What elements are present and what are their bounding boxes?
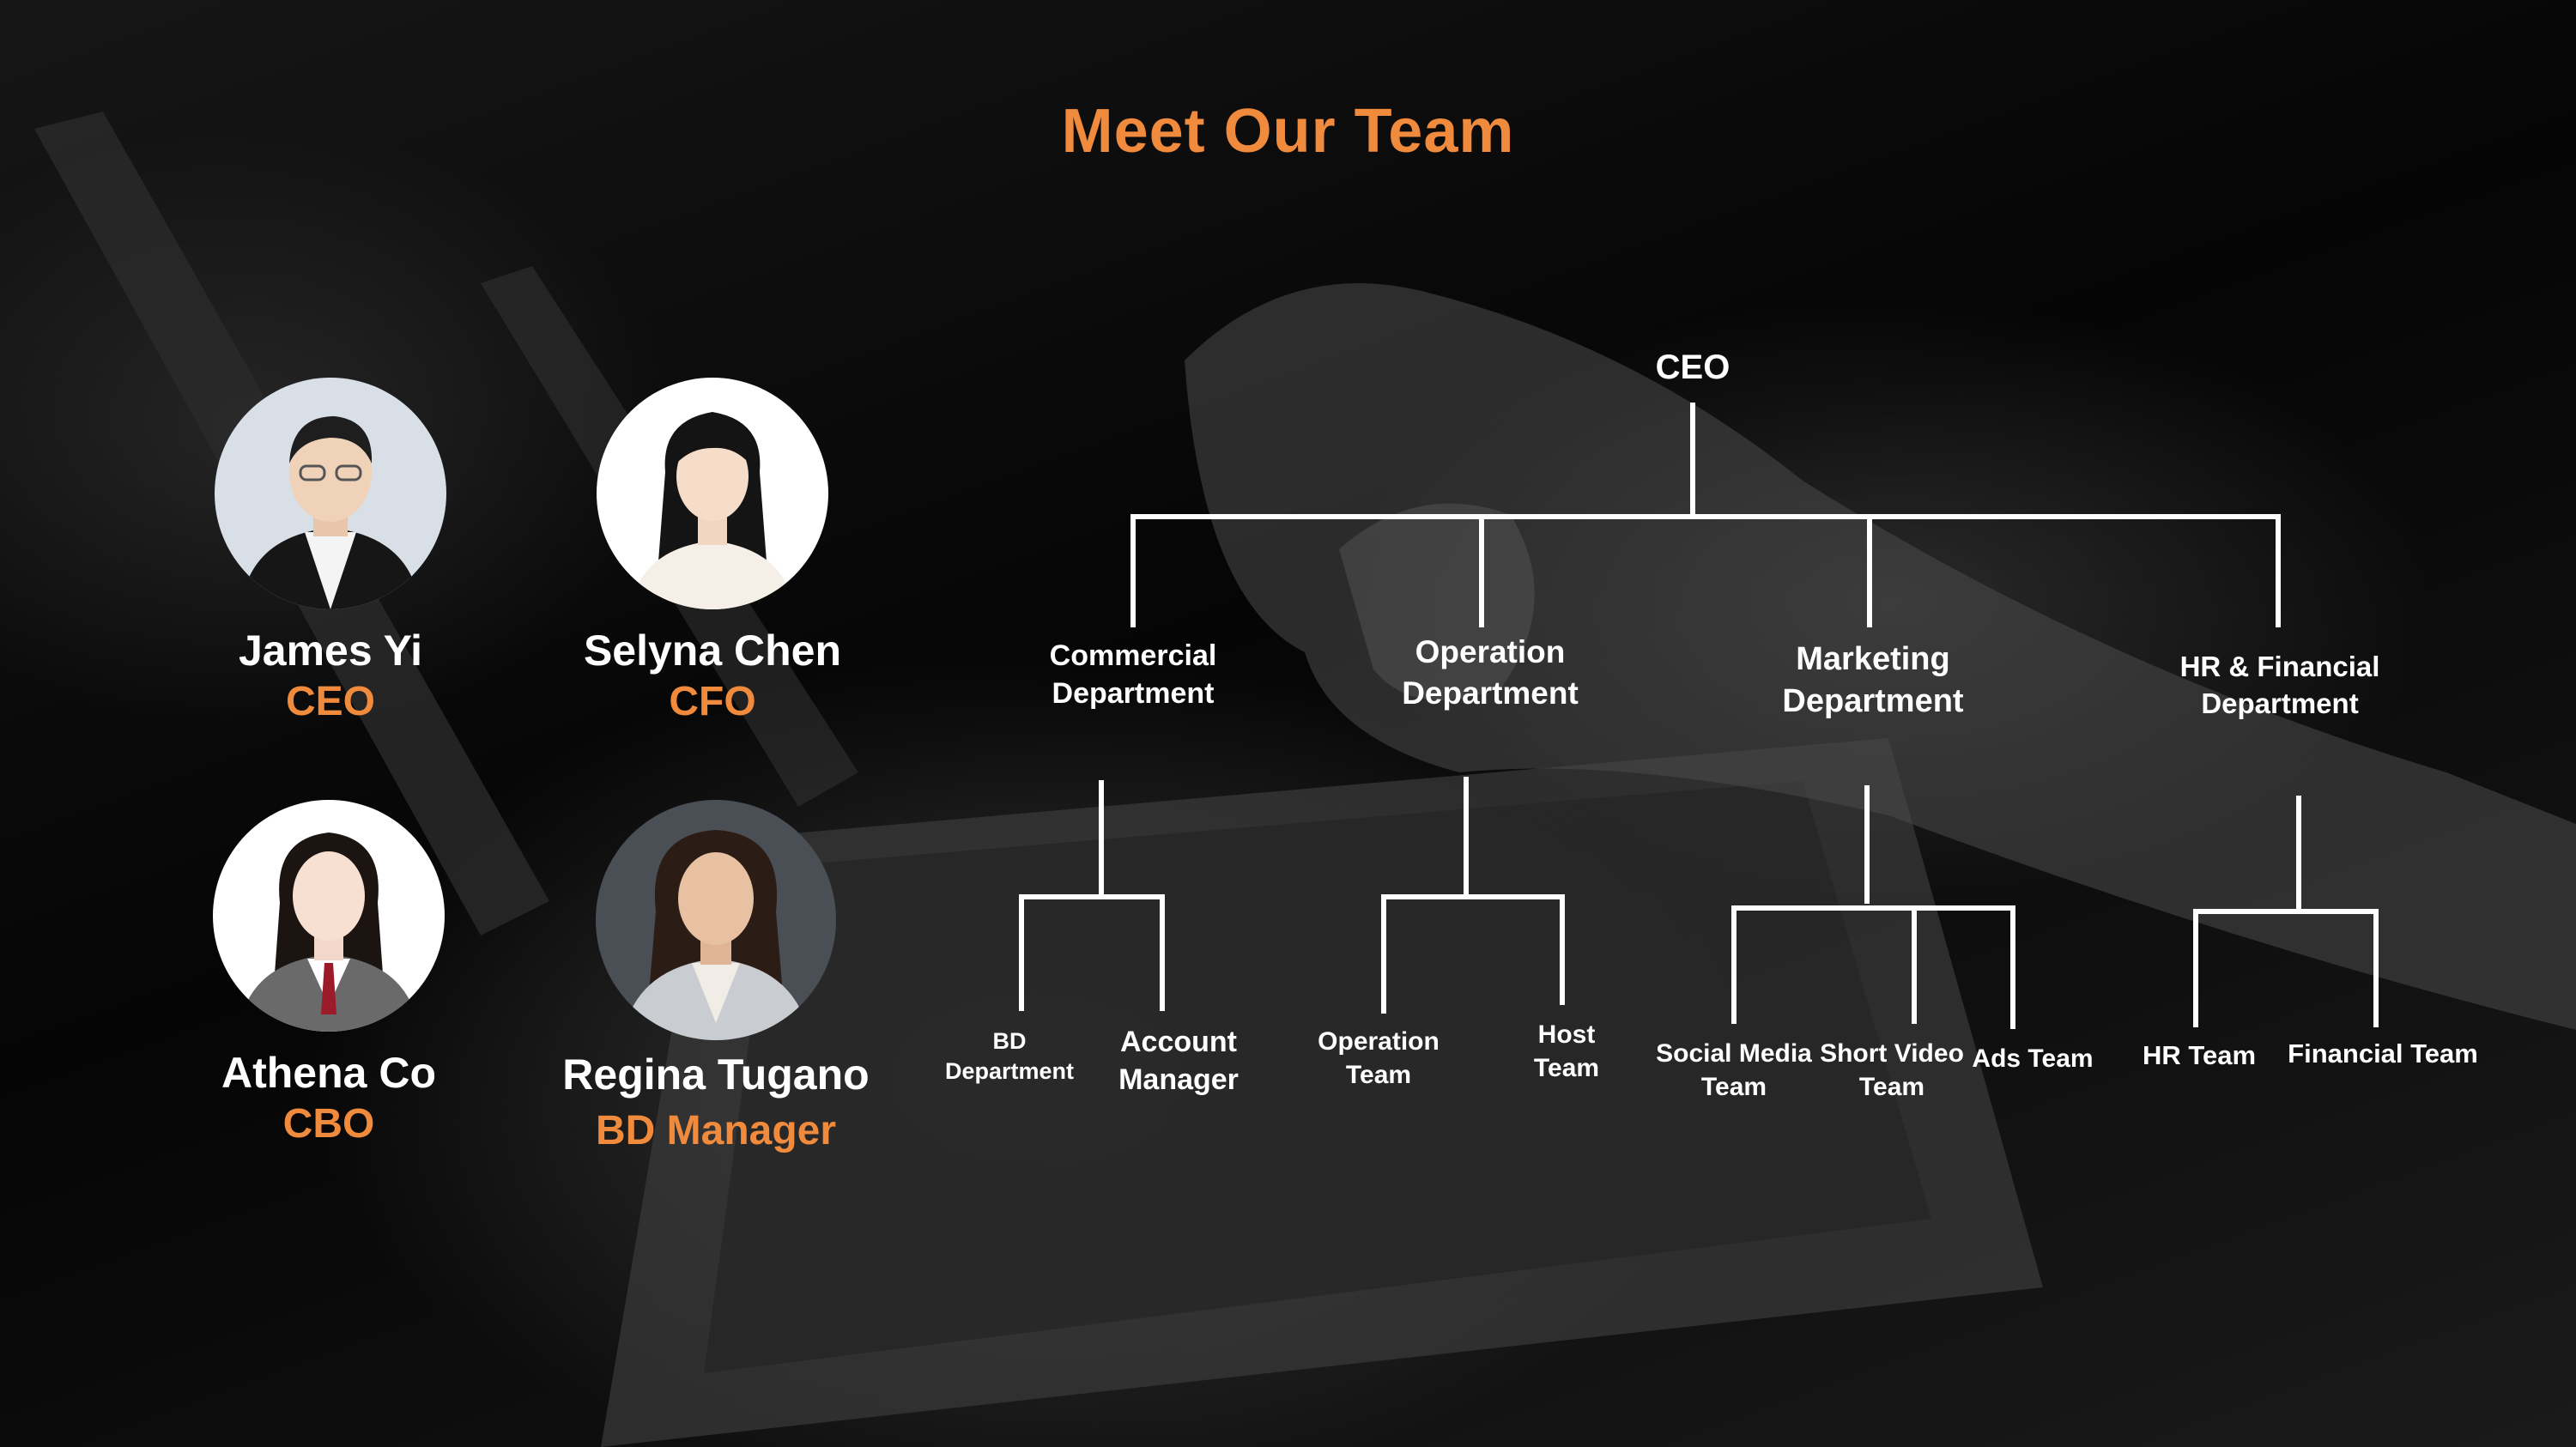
member-name: Regina Tugano [562, 1050, 870, 1099]
member-name: Athena Co [221, 1049, 436, 1097]
org-node-operation-team: Operation Team [1318, 1025, 1440, 1092]
org-node-social-media-team: Social Media Team [1656, 1037, 1812, 1104]
node-line: Commercial [1049, 639, 1217, 672]
node-line: Ads Team [1972, 1044, 2094, 1073]
node-line: Operation [1318, 1027, 1440, 1056]
avatar [215, 378, 446, 609]
avatar [596, 800, 836, 1040]
node-line: Department [1052, 677, 1215, 711]
org-node-ceo: CEO [1655, 348, 1730, 386]
member-role: CEO [285, 679, 375, 724]
node-line: HR & Financial [2179, 651, 2380, 682]
org-node-hr-team: HR Team [2143, 1038, 2256, 1073]
org-node-bd-department: BD Department [945, 1026, 1074, 1087]
org-node-marketing-department: Marketing Department [1782, 639, 1963, 724]
org-node-commercial-department: Commercial Department [1050, 637, 1217, 712]
node-line: Department [1782, 683, 1964, 720]
node-line: Team [1345, 1061, 1412, 1089]
node-line: Short Video [1820, 1039, 1964, 1068]
node-line: Department [2201, 687, 2359, 719]
member-role: BD Manager [595, 1108, 837, 1153]
member-role: CBO [282, 1101, 375, 1147]
team-member-athena-co: Athena Co CBO [148, 800, 509, 1150]
node-line: Team [1858, 1073, 1925, 1101]
org-node-ads-team: Ads Team [1972, 1042, 2093, 1075]
node-line: Manager [1118, 1063, 1239, 1097]
team-member-regina-tugano: Regina Tugano BD Manager [536, 800, 896, 1157]
member-name: Selyna Chen [583, 627, 842, 675]
org-node-operation-department: Operation Department [1402, 632, 1579, 714]
org-node-hr-financial-department: HR & Financial Department [2180, 649, 2380, 723]
node-line: HR Team [2142, 1040, 2257, 1070]
node-line: BD [992, 1028, 1027, 1054]
node-line: Department [944, 1058, 1075, 1085]
avatar [597, 378, 828, 609]
org-node-short-video-team: Short Video Team [1820, 1037, 1964, 1104]
node-line: Department [1402, 675, 1579, 711]
page-title: Meet Our Team [1061, 97, 1515, 166]
member-role: CFO [669, 679, 756, 724]
node-line: Team [1700, 1073, 1767, 1101]
node-line: Financial Team [2288, 1038, 2478, 1069]
node-line: Marketing [1796, 641, 1950, 677]
node-line: Account [1119, 1026, 1237, 1058]
node-line: Team [1533, 1054, 1600, 1082]
member-name: James Yi [238, 627, 423, 675]
team-member-selyna-chen: Selyna Chen CFO [532, 378, 893, 728]
node-line: Social Media [1656, 1039, 1812, 1068]
org-node-account-manager: Account Manager [1118, 1023, 1239, 1099]
node-line: Host [1537, 1020, 1596, 1049]
org-node-financial-team: Financial Team [2288, 1037, 2478, 1071]
team-member-james-yi: James Yi CEO [150, 378, 511, 728]
avatar [213, 800, 445, 1032]
org-node-host-team: Host Team [1534, 1018, 1599, 1085]
node-line: Operation [1415, 634, 1566, 669]
